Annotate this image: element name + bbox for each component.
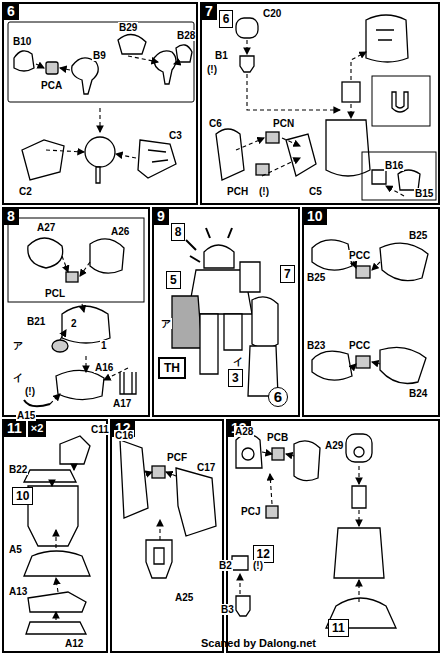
ref-number: 8 (175, 225, 182, 239)
part-label: PCN (272, 118, 295, 129)
part-label: A15 (16, 410, 36, 421)
part-label: PCF (166, 452, 188, 463)
ref-number: 10 (16, 489, 29, 503)
part-label: PCC (348, 250, 371, 261)
ref-number: 11 (332, 621, 345, 635)
part-label: C5 (308, 186, 323, 197)
part-label: C17 (196, 462, 216, 473)
part-label: イ (232, 356, 244, 367)
part-label: C2 (18, 186, 33, 197)
step-number: 8 (3, 208, 19, 225)
part-label: A12 (64, 638, 84, 649)
part-label: A5 (8, 544, 23, 555)
step-panel: 131211 (226, 419, 440, 653)
ref-number: 5 (170, 273, 177, 287)
part-label: B29 (118, 22, 138, 33)
part-label: A26 (110, 226, 130, 237)
part-label: ア (160, 318, 172, 329)
part-label: B23 (306, 340, 326, 351)
part-label: PCA (40, 80, 63, 91)
watermark: Scaned by Dalong.net (200, 638, 317, 649)
part-label: C11 (90, 424, 110, 435)
step-number: 10 (303, 208, 327, 225)
part-label: (!) (252, 560, 264, 571)
subassembly-ref: 6 (219, 10, 234, 28)
part-label: A16 (94, 362, 114, 373)
ref-number: TH (164, 361, 180, 375)
part-label: B9 (92, 50, 107, 61)
step-number: 9 (153, 208, 169, 225)
ref-number: 12 (257, 547, 270, 561)
subassembly-ref: 11 (328, 619, 349, 637)
part-label: B10 (12, 36, 32, 47)
part-label: B3 (220, 604, 235, 615)
part-label: 2 (70, 318, 78, 329)
step-panel: 11×2 10 (2, 419, 108, 653)
ref-number: 3 (232, 371, 239, 385)
part-label: C16 (114, 430, 134, 441)
part-label: B22 (8, 464, 28, 475)
part-label: C6 (208, 118, 223, 129)
subassembly-ref: 5 (166, 271, 181, 289)
part-label: A17 (112, 398, 132, 409)
part-label: B25 (306, 272, 326, 283)
part-group-box: TH (158, 357, 186, 379)
subassembly-ref: 10 (12, 487, 33, 505)
part-label: C20 (262, 8, 282, 19)
part-label: イ (12, 372, 24, 383)
part-label: A13 (8, 586, 28, 597)
part-label: ア (12, 340, 24, 351)
part-label: A29 (324, 440, 344, 451)
step-number: 6 (3, 3, 19, 20)
step-panel: 6 (2, 2, 198, 205)
subassembly-ref: 8 (171, 223, 186, 241)
step-number: 11 (3, 420, 26, 437)
part-label: B1 (214, 50, 229, 61)
subassembly-ref: 7 (280, 265, 295, 283)
ref-number: 6 (223, 12, 230, 26)
part-label: PCL (44, 288, 66, 299)
part-label: PCJ (240, 506, 261, 517)
ref-number: 6 (274, 390, 282, 404)
part-label: B25 (408, 230, 428, 241)
part-label: (!) (206, 64, 218, 75)
subassembly-ref: 3 (228, 369, 243, 387)
part-label: PCC (348, 340, 371, 351)
part-label: (!) (258, 186, 270, 197)
part-label: (!) (24, 386, 36, 397)
step-panel: 76 (200, 2, 440, 205)
part-label: A27 (36, 222, 56, 233)
subassembly-ref: 6 (268, 387, 288, 407)
part-label: PCH (226, 186, 249, 197)
ref-number: 7 (284, 267, 291, 281)
part-label: B2 (218, 560, 233, 571)
part-label: PCB (266, 432, 289, 443)
step-number: 7 (201, 3, 217, 20)
part-label: 1 (100, 340, 108, 351)
part-label: C3 (168, 130, 183, 141)
part-label: B16 (384, 160, 404, 171)
part-label: B24 (408, 388, 428, 399)
part-label: A25 (174, 592, 194, 603)
part-label: A28 (234, 426, 254, 437)
part-label: B21 (26, 316, 46, 327)
step-panel: 98 5 7 3 TH 6 (152, 207, 300, 417)
quantity-mark: ×2 (28, 420, 47, 437)
part-label: B28 (176, 30, 196, 41)
part-label: B15 (414, 188, 434, 199)
